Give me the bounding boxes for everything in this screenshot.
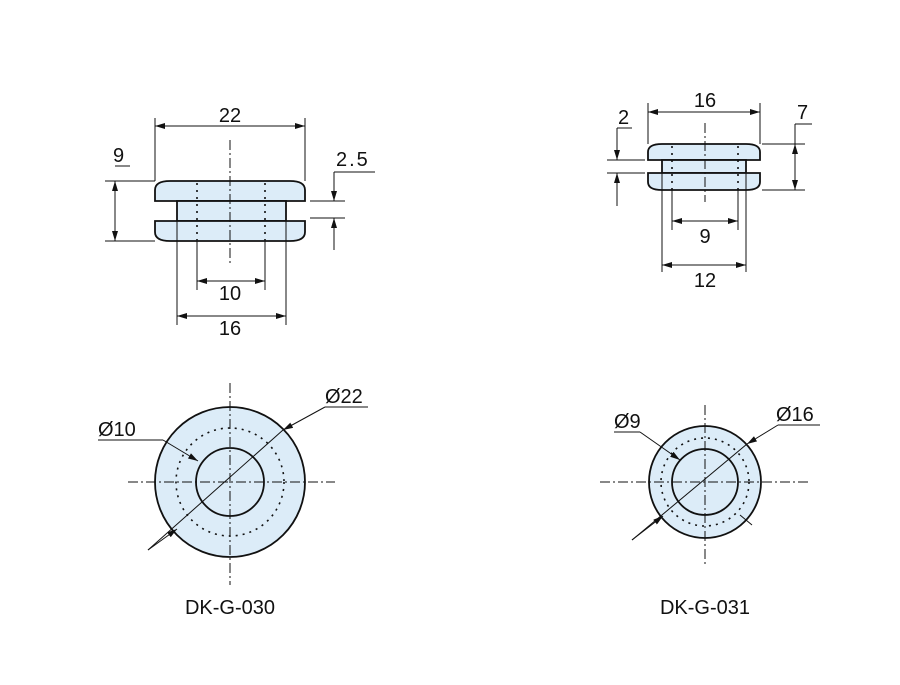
dk-g-030-side-view: 22 9 2.5 10 16 [105, 105, 375, 340]
dim-groove: 2.5 [336, 149, 370, 171]
dim-groove: 2 [618, 107, 629, 129]
dim-height: 9 [113, 145, 124, 167]
model-label: DK-G-031 [660, 597, 750, 619]
dim-width: 22 [219, 105, 241, 127]
dim-hole: 9 [699, 226, 710, 248]
dim-hole: 10 [219, 283, 241, 305]
dk-g-031-top-view: Ø16 Ø9 DK-G-031 [600, 404, 820, 619]
model-label: DK-G-030 [185, 597, 275, 619]
dim-outer-dia: Ø22 [325, 386, 363, 408]
dim-outer-dia: Ø16 [776, 404, 814, 426]
dim-inner-dia: Ø10 [98, 419, 136, 441]
dim-width: 16 [694, 90, 716, 112]
dk-g-031-side-view: 16 2 7 9 12 [607, 90, 812, 292]
dk-g-030-top-view: Ø22 Ø10 DK-G-030 [98, 383, 368, 619]
dim-neck: 16 [219, 318, 241, 340]
dim-height: 7 [797, 102, 808, 124]
dim-neck: 12 [694, 270, 716, 292]
dim-inner-dia: Ø9 [614, 411, 641, 433]
